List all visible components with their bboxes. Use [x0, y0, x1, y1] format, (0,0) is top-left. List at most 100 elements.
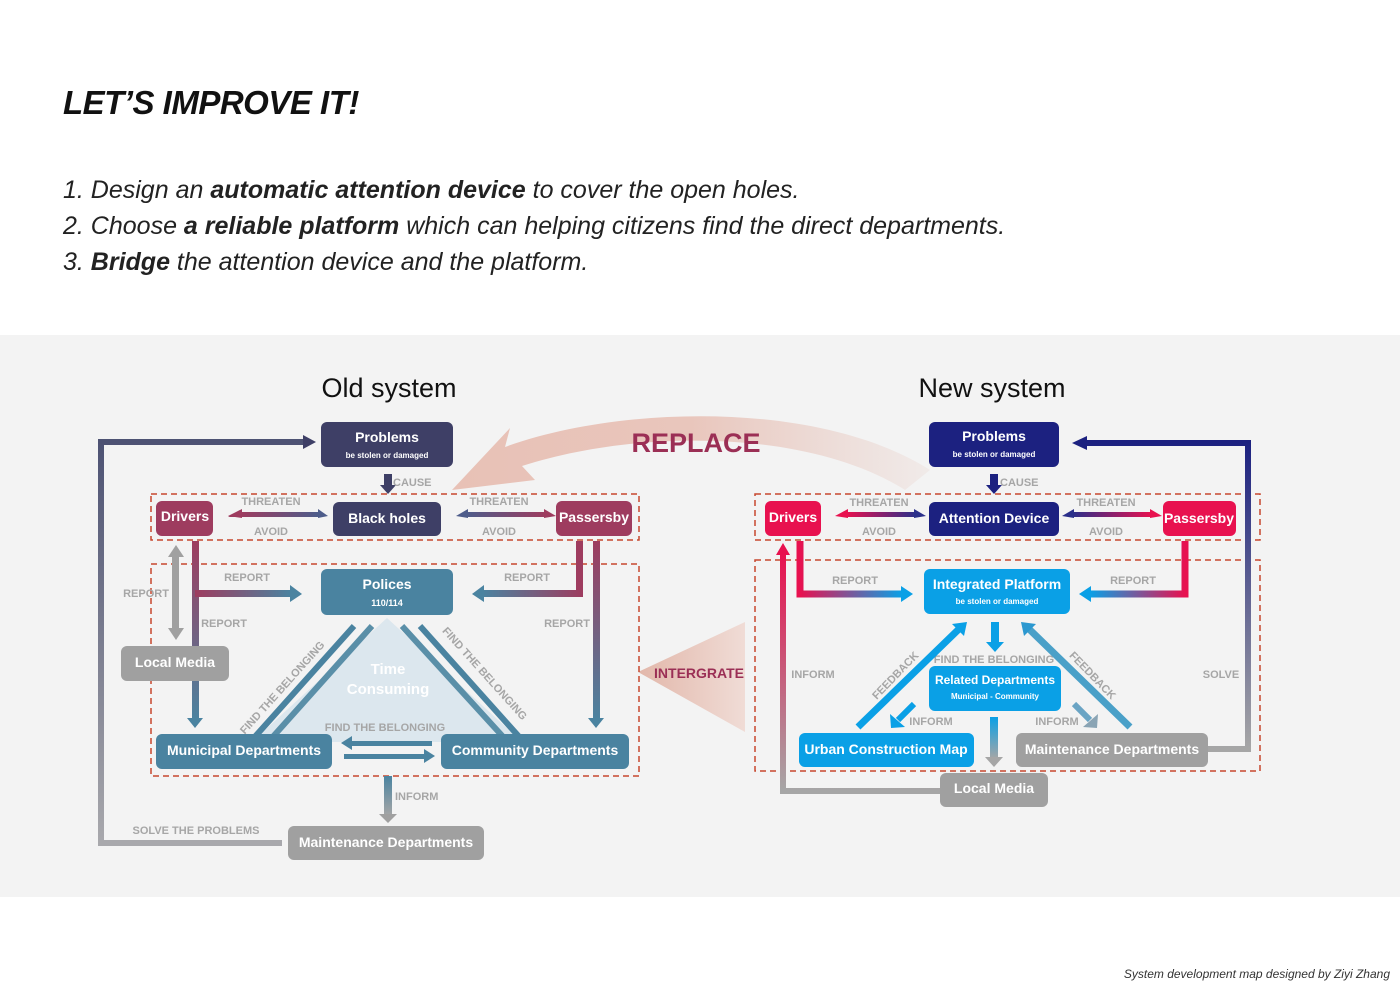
- new-local-media-box[interactable]: Local Media: [940, 773, 1048, 807]
- old-cause-arrowhead: [380, 485, 396, 494]
- new-arrowhead: [914, 509, 926, 518]
- new-label-inform-left: INFORM: [791, 669, 834, 681]
- old-polices-title: Polices: [362, 576, 411, 592]
- new-passersby-box[interactable]: Passersby: [1163, 501, 1236, 536]
- old-drivers-box[interactable]: Drivers: [156, 501, 213, 536]
- new-arrowhead: [835, 509, 848, 518]
- old-municipal-box[interactable]: Municipal Departments: [156, 734, 332, 769]
- new-threat-group: [754, 493, 1261, 541]
- new-arrowhead: [985, 757, 1003, 767]
- step-number: 2.: [63, 212, 91, 240]
- old-media-report-arrow: [172, 556, 179, 630]
- new-problems-title: Problems: [962, 428, 1026, 444]
- new-label-cause: CAUSE: [1000, 477, 1039, 489]
- new-problems-box[interactable]: Problems be stolen or damaged: [929, 422, 1059, 467]
- new-arrowhead: [1083, 714, 1098, 728]
- new-problems-sub: be stolen or damaged: [953, 450, 1036, 459]
- old-passersby-report-arrow: [482, 590, 583, 597]
- improvement-steps: 1. Design an automatic attention device …: [63, 172, 1005, 280]
- new-platform-sub: be stolen or damaged: [956, 597, 1039, 606]
- new-arrowhead: [1150, 509, 1162, 518]
- old-municipal-label: Municipal Departments: [167, 742, 321, 758]
- new-label-avoid-right: AVOID: [1089, 526, 1123, 538]
- new-arrowhead: [890, 714, 905, 728]
- new-inform-arrow-right: [1071, 701, 1093, 723]
- new-urban-map-box[interactable]: Urban Construction Map: [799, 733, 974, 767]
- old-solve-arrowhead: [303, 435, 316, 449]
- new-feedback-left-line: [855, 625, 963, 730]
- old-drivers-down-line: [192, 541, 199, 721]
- step-2: 2. Choose a reliable platform which can …: [63, 208, 1005, 244]
- old-polices-box[interactable]: Polices 110/114: [321, 569, 453, 615]
- old-arrow-bar: [240, 512, 318, 517]
- step-number: 1.: [63, 176, 91, 204]
- old-passersby-box[interactable]: Passersby: [556, 501, 632, 536]
- new-cause-arrow: [990, 474, 998, 486]
- new-system: SOLVE INFORM CAUSE THREATEN AVOID THREAT…: [754, 422, 1261, 807]
- old-label-report-media: REPORT: [123, 588, 169, 600]
- old-label-avoid-left: AVOID: [254, 526, 288, 538]
- old-black-holes-box[interactable]: Black holes: [333, 502, 441, 536]
- new-threaten-arrow-right: [1072, 512, 1152, 517]
- old-community-box[interactable]: Community Departments: [441, 734, 629, 769]
- old-arrowhead: [318, 509, 328, 518]
- integrate-arrow: INTERGRATE: [638, 622, 745, 732]
- new-maintenance-label: Maintenance Departments: [1025, 741, 1199, 757]
- new-inform-arrowhead: [776, 543, 790, 555]
- old-arrowhead: [341, 736, 352, 750]
- new-threaten-arrow-left: [846, 512, 916, 517]
- old-arrowhead: [187, 718, 203, 728]
- new-label-find: FIND THE BELONGING: [934, 654, 1054, 666]
- new-solve-loop-line: [1085, 440, 1251, 752]
- old-arrowhead: [544, 509, 556, 518]
- new-attention-device-box[interactable]: Attention Device: [929, 502, 1059, 536]
- old-inform-arrow: [384, 776, 392, 816]
- old-local-media-box[interactable]: Local Media: [121, 646, 229, 681]
- step-text: Design an: [90, 176, 211, 204]
- old-arrowhead: [290, 585, 302, 602]
- new-drivers-box[interactable]: Drivers: [765, 501, 821, 536]
- old-arrowhead: [588, 718, 604, 728]
- new-maintenance-box[interactable]: Maintenance Departments: [1016, 733, 1208, 767]
- new-drivers-report-arrow: [796, 541, 902, 598]
- old-label-report-passersby-2: REPORT: [544, 618, 590, 630]
- old-arrowhead: [472, 585, 484, 602]
- old-black-holes-label: Black holes: [348, 510, 426, 526]
- new-arrowhead: [901, 586, 913, 602]
- old-arrowhead: [424, 749, 435, 763]
- old-label-threaten-right: THREATEN: [469, 496, 528, 508]
- old-passersby-label: Passersby: [559, 509, 629, 525]
- new-related-title: Related Departments: [935, 673, 1055, 687]
- new-solve-arrowhead: [1072, 436, 1087, 450]
- new-label-avoid-left: AVOID: [862, 526, 896, 538]
- page-title: LET’S IMPROVE IT!: [63, 84, 359, 121]
- credit-caption: System development map designed by Ziyi …: [1123, 967, 1390, 981]
- new-arrowhead: [952, 622, 967, 636]
- old-problems-box[interactable]: Problems be stolen or damaged: [321, 422, 453, 467]
- old-find-arrow-right: [344, 754, 426, 759]
- step-text: the attention device and the platform.: [169, 248, 589, 276]
- new-related-sub: Municipal - Community: [951, 692, 1040, 701]
- new-integrated-platform-box[interactable]: Integrated Platform be stolen or damaged: [924, 569, 1070, 614]
- new-find-arrow: [991, 622, 999, 644]
- time-consuming-line-1: Time: [371, 661, 406, 678]
- old-threat-group: [150, 493, 640, 541]
- old-arrowhead: [456, 509, 468, 518]
- old-label-cause: CAUSE: [393, 477, 432, 489]
- step-emphasis: a reliable platform: [183, 212, 400, 240]
- step-3: 3. Bridge the attention device and the p…: [63, 244, 1005, 280]
- new-local-media-label: Local Media: [954, 780, 1034, 796]
- replace-arrow: REPLACE: [452, 416, 930, 490]
- old-system-title: Old system: [321, 373, 456, 403]
- old-passersby-down-line: [593, 541, 600, 721]
- new-arrowhead: [1062, 509, 1074, 518]
- new-feedback-right-line: [1025, 625, 1133, 730]
- new-attention-label: Attention Device: [939, 510, 1050, 526]
- old-maintenance-box[interactable]: Maintenance Departments: [288, 826, 484, 860]
- integrate-arrow-shape: [638, 622, 745, 732]
- old-label-solve: SOLVE THE PROBLEMS: [133, 825, 260, 837]
- new-related-departments-box[interactable]: Related Departments Municipal - Communit…: [929, 666, 1061, 711]
- new-label-solve: SOLVE: [1203, 669, 1239, 681]
- new-label-inform-maint: INFORM: [1035, 716, 1078, 728]
